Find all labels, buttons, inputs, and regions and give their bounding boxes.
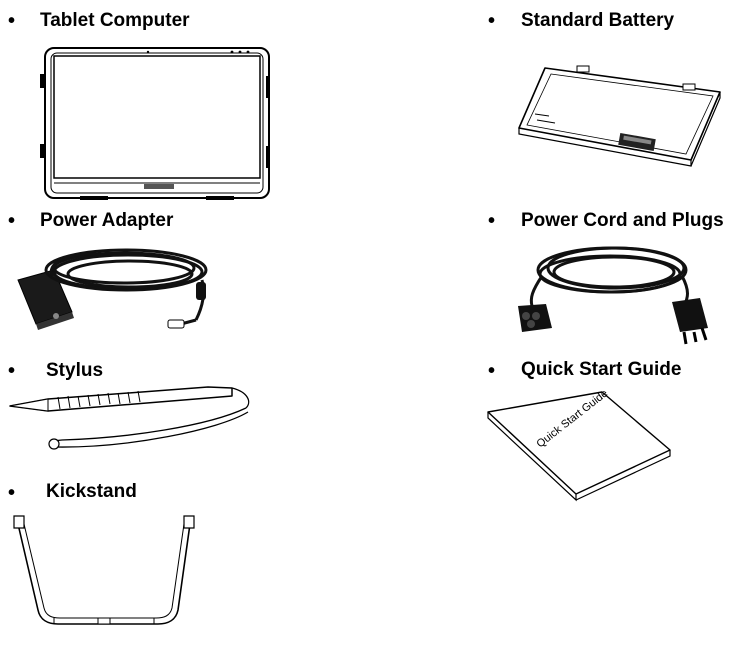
bullet: • [488,360,496,382]
bullet: • [8,210,16,232]
stylus-illustration [8,378,253,456]
kickstand-illustration [14,514,196,634]
bullet: • [8,482,16,504]
bullet: • [488,210,496,232]
item-label: Power Adapter [40,210,174,231]
power-adapter-illustration [16,240,226,330]
tablet-computer-illustration [40,46,270,200]
power-cord-illustration [518,236,708,346]
bullet: • [8,360,16,382]
quick-start-guide-illustration: Quick Start Guide [484,387,674,500]
item-label: Standard Battery [521,10,675,31]
item-label: Kickstand [46,481,137,502]
item-label: Power Cord and Plugs [521,210,724,231]
item-label: Tablet Computer [40,10,190,31]
item-label: Stylus [46,360,104,381]
item-label: Quick Start Guide [521,359,682,380]
bullet: • [488,10,496,32]
bullet: • [8,10,16,32]
battery-illustration [515,62,723,164]
